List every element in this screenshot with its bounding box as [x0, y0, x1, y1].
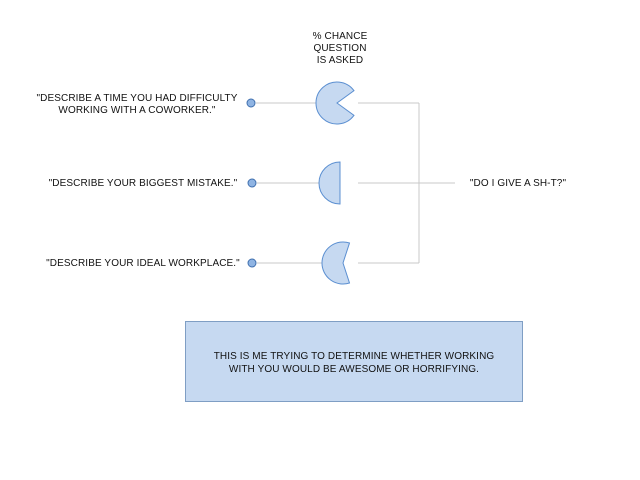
- question-label-q2: "DESCRIBE YOUR BIGGEST MISTAKE.": [36, 178, 250, 190]
- input-dot-q3: [247, 258, 257, 268]
- input-dot-q2: [247, 178, 257, 188]
- question-q2-line-1: "DESCRIBE YOUR BIGGEST MISTAKE.": [48, 178, 238, 189]
- note-text: THIS IS ME TRYING TO DETERMINE WHETHER W…: [186, 350, 522, 376]
- note-line-2: WITH YOU WOULD BE AWESOME OR HORRIFYING.: [228, 364, 480, 375]
- header-line-2: QUESTION: [313, 43, 367, 54]
- chance-pie-q3: [321, 241, 351, 285]
- question-q1-line-1: "DESCRIBE A TIME YOU HAD DIFFICULTY: [36, 93, 238, 104]
- input-dot-q1: [246, 98, 256, 108]
- chance-column-header: % CHANCE QUESTION IS ASKED: [300, 31, 380, 67]
- question-label-q3: "DESCRIBE YOUR IDEAL WORKPLACE.": [36, 258, 250, 270]
- question-q1-line-2: WORKING WITH A COWORKER.": [58, 105, 216, 116]
- chance-pie-q1: [315, 81, 355, 125]
- outcome-label: "DO I GIVE A SH-T?": [469, 178, 567, 189]
- question-label-q1: "DESCRIBE A TIME YOU HAD DIFFICULTY WORK…: [26, 93, 248, 117]
- note-line-1: THIS IS ME TRYING TO DETERMINE WHETHER W…: [213, 351, 495, 362]
- chance-pie-q2: [318, 161, 341, 205]
- header-line-3: IS ASKED: [316, 55, 364, 66]
- note-box: THIS IS ME TRYING TO DETERMINE WHETHER W…: [185, 321, 523, 402]
- question-q3-line-1: "DESCRIBE YOUR IDEAL WORKPLACE.": [46, 258, 240, 269]
- header-line-1: % CHANCE: [312, 31, 368, 42]
